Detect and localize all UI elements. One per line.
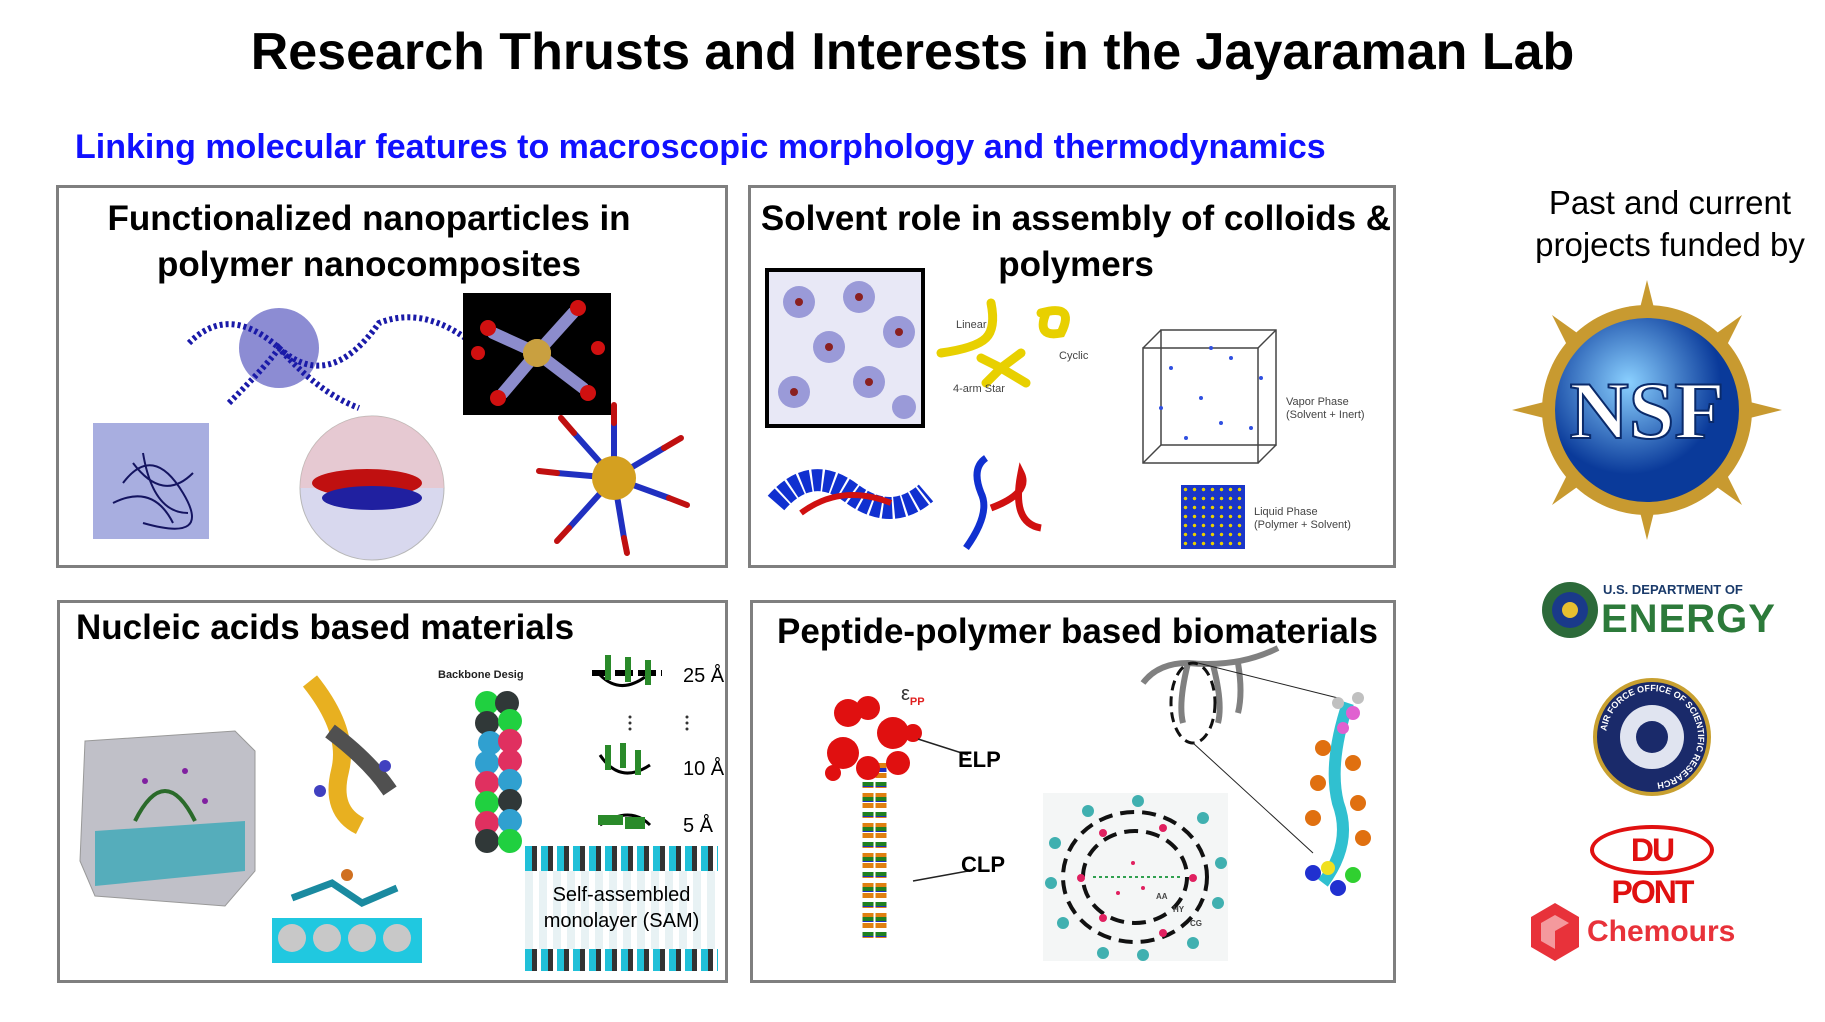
label-vapor-phase: Vapor Phase (Solvent + Inert) [1286,396,1365,422]
polymer-melt-image [93,423,209,539]
label-backbone-design: Backbone Desig [438,669,524,681]
heading-line: projects funded by [1535,226,1805,263]
label-line: (Polymer + Solvent) [1254,519,1351,531]
pp-subscript: PP [909,696,925,708]
sam-label: Self-assembled monolayer (SAM) [525,882,718,934]
panel-nanoparticles: Functionalized nanoparticles in polymer … [56,185,728,568]
elp-clp-conjugate-image [825,696,922,938]
funding-heading: Past and current projects funded by [1505,182,1825,266]
heading-line: Past and current [1548,184,1792,221]
coarse-grained-peptide-image [1140,645,1371,896]
block-copolymer-image [767,469,934,519]
sam-top-layer [525,846,718,871]
label-line: Self-assembled [552,884,691,906]
grafted-nanoparticle-image [463,293,611,415]
dupont-logo: DU PONT [1590,825,1714,910]
vapor-phase-box [1142,329,1277,464]
polymer-architectures-image [936,298,1070,388]
star-nanoparticle-image [536,402,690,556]
sphere-grafted-image [299,415,445,561]
label-line: (Solvent + Inert) [1286,409,1365,421]
nsf-logo-text: NSF [1570,365,1725,456]
title-line: Solvent role in assembly of colloids & [760,199,1392,238]
title-line: polymer nanocomposites [157,245,581,284]
slide-title: Research Thrusts and Interests in the Ja… [250,23,1575,81]
dna-surface-simulation-image [79,730,256,907]
adsorbed-dna-strands-image [592,655,689,829]
label-aa: AA [1156,892,1168,901]
label-line: Liquid Phase [1254,506,1318,518]
label-linear: Linear [956,319,987,331]
panel-nucleic-acids: Nucleic acids based materials Backbone D… [57,600,728,983]
label-cg: CG [1190,919,1202,928]
title-line: polymers [998,245,1154,284]
chemours-logo: Chemours [1527,903,1767,963]
panel-title: Peptide-polymer based biomaterials [777,612,1379,651]
doe-seal-icon [1542,582,1598,638]
polymer-chain-image [186,308,487,411]
title-line: Functionalized nanoparticles in [107,199,631,238]
label-star: 4-arm Star [953,383,1005,395]
chemours-mark-icon [1531,903,1579,961]
diblock-chain-image [963,455,1042,551]
clp-label: CLP [961,852,1005,877]
slide-subtitle: Linking molecular features to macroscopi… [75,128,1326,166]
panel-solvent: Solvent role in assembly of colloids & p… [748,185,1396,568]
epsilon-pp-label: εPP [901,683,925,708]
epsilon-symbol: ε [901,683,910,705]
doe-big-text: ENERGY [1601,597,1776,641]
sam-image: Self-assembled monolayer (SAM) [525,846,718,971]
label-line: monolayer (SAM) [543,910,700,932]
label-hy: HY [1173,905,1185,914]
colloid-assembly-image [765,268,925,428]
sam-bottom-layer [525,949,718,971]
afosr-seal: AIR FORCE OFFICE OF SCIENTIFIC RESEARCH [1593,678,1711,796]
label-cyclic: Cyclic [1059,350,1089,362]
panel-title: Solvent role in assembly of colloids & p… [751,196,1401,288]
panel-title: Nucleic acids based materials [76,608,575,647]
liquid-phase-box [1181,485,1245,549]
nsf-logo: NSF [1512,280,1782,540]
label-line: Vapor Phase [1286,396,1349,408]
distance-25: 25 Å [683,665,725,687]
panel-peptide-polymer: Peptide-polymer based biomaterials εPP E… [750,600,1396,983]
panel-title: Functionalized nanoparticles in polymer … [59,196,679,288]
micelle-diagram: AA HY CG [1043,793,1228,961]
doe-logo: U.S. DEPARTMENT OF ENERGY [1540,580,1780,642]
distance-5: 5 Å [683,815,714,837]
doe-small-text: U.S. DEPARTMENT OF [1603,582,1743,597]
backbone-beads-image [475,691,522,853]
elp-label: ELP [958,747,1001,772]
annotation-arrows [912,738,969,882]
distance-10: 10 Å [683,758,725,780]
nucleotide-sam-image [272,869,422,963]
chemours-text: Chemours [1587,915,1736,948]
label-liquid-phase: Liquid Phase (Polymer + Solvent) [1254,506,1351,532]
dna-structure-image [302,675,397,835]
